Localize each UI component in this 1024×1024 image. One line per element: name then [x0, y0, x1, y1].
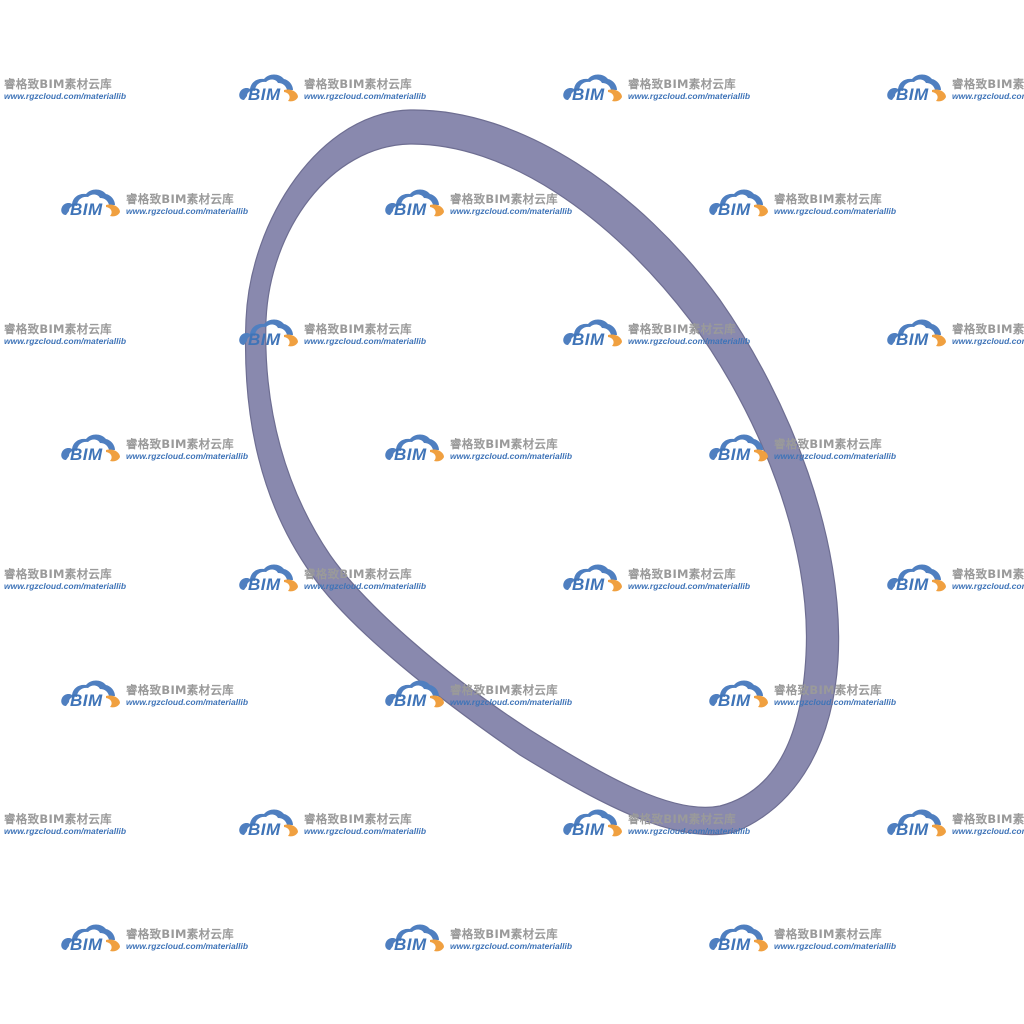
elliptical-ring-band	[244, 109, 840, 836]
